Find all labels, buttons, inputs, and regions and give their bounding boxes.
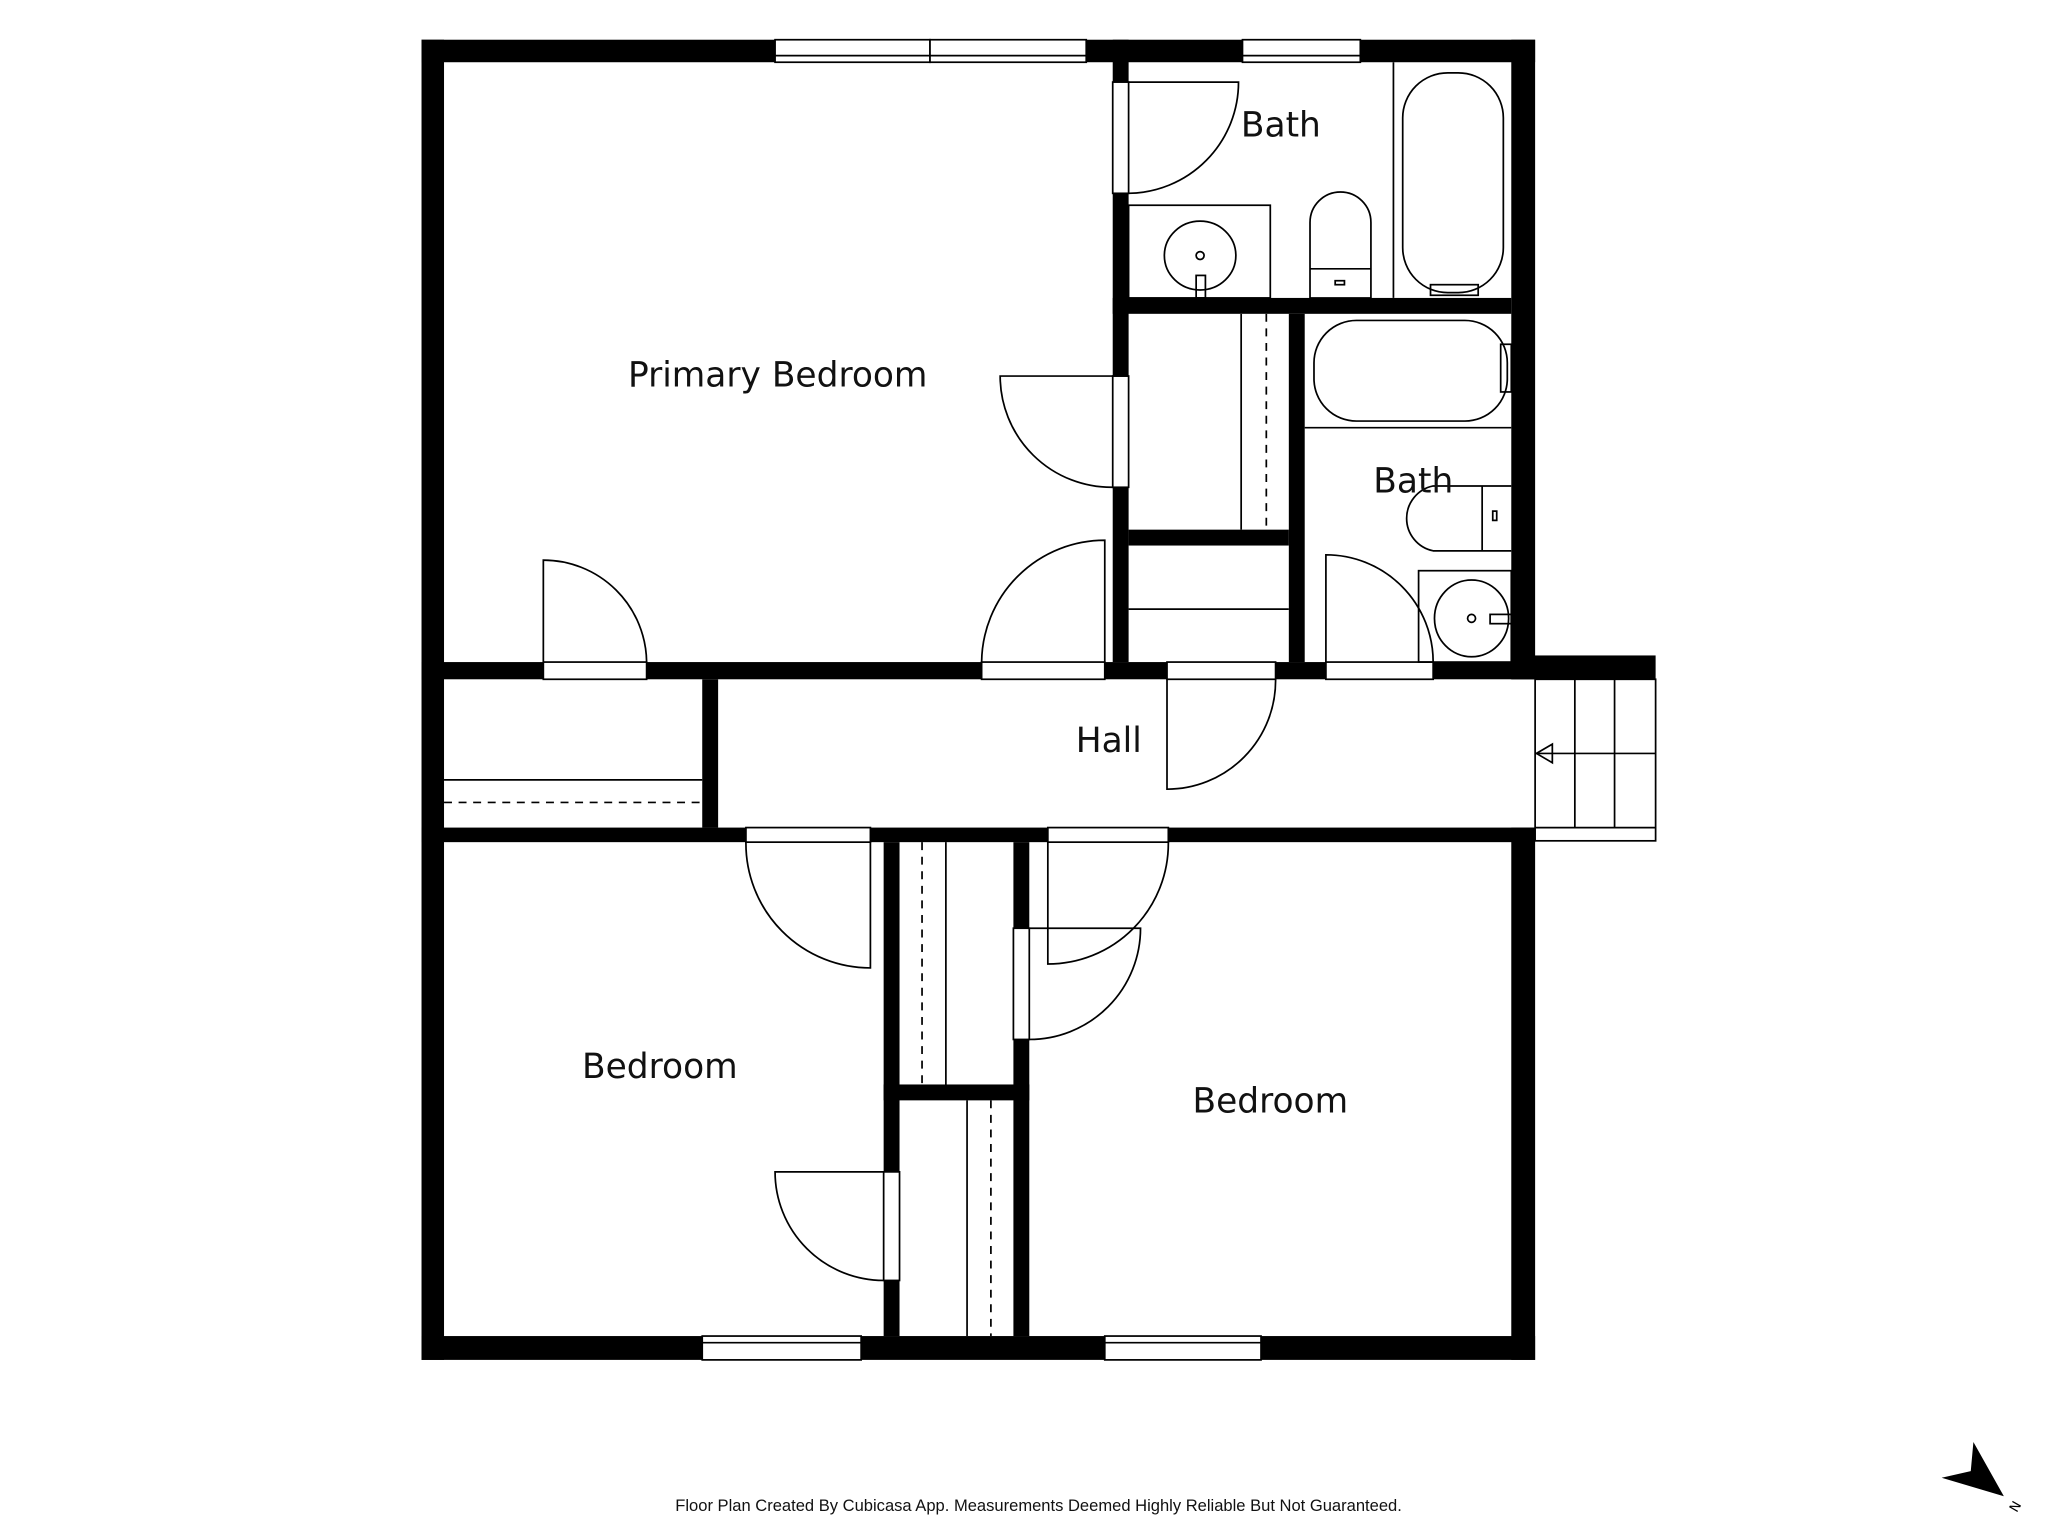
room-label-primary-bedroom: Primary Bedroom <box>628 356 928 396</box>
windows <box>701 38 1362 1361</box>
walls <box>421 39 1656 1360</box>
door-swings <box>542 81 1435 1282</box>
compass-label: N <box>2007 1499 2025 1515</box>
door-openings <box>542 81 1435 1282</box>
room-label-bath-upper: Bath <box>1241 105 1321 145</box>
room-label-bath-lower: Bath <box>1373 462 1453 502</box>
north-arrow-icon: N <box>1941 1441 2025 1515</box>
room-label-hall: Hall <box>1076 721 1142 761</box>
room-label-bedroom-right: Bedroom <box>1192 1081 1348 1121</box>
closets <box>444 313 1289 1337</box>
footer-disclaimer: Floor Plan Created By Cubicasa App. Meas… <box>675 1496 1402 1515</box>
bath-fixtures <box>1127 62 1513 663</box>
stairs <box>1534 678 1657 842</box>
room-label-bedroom-left: Bedroom <box>582 1047 738 1087</box>
